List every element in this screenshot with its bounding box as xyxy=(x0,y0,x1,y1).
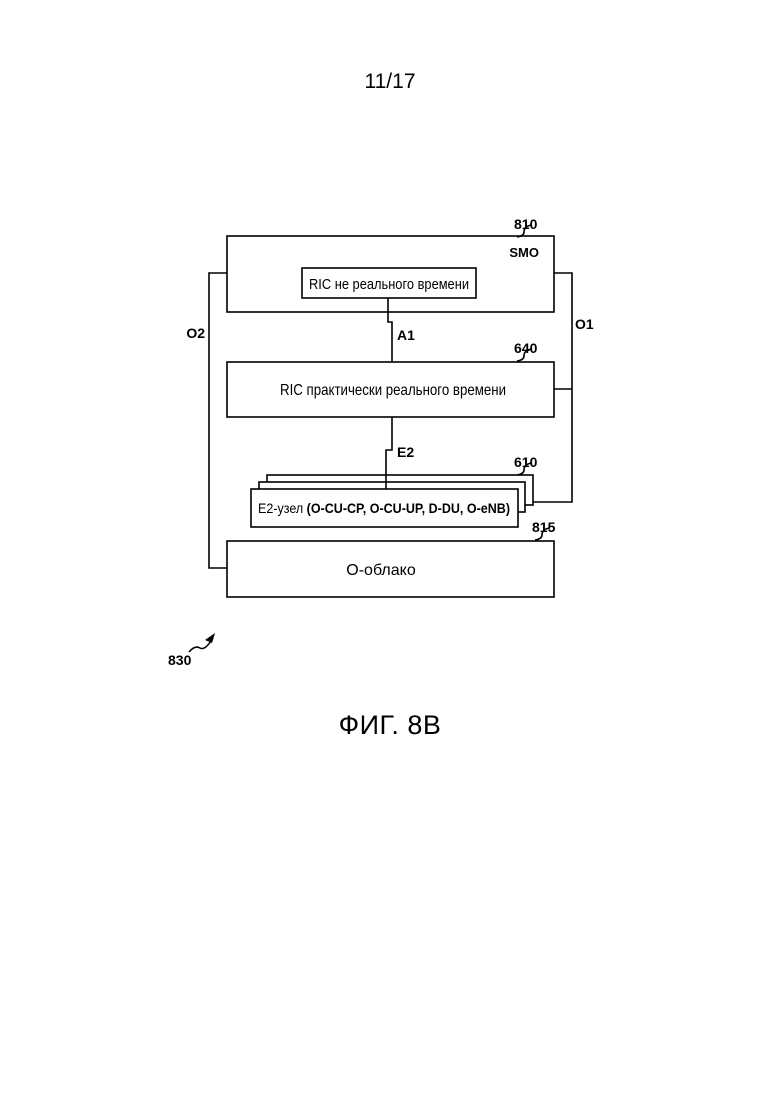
near-rt-ric-ref-label: 640 xyxy=(514,340,538,356)
e2-node-label: E2-узел (O-CU-CP, O-CU-UP, D-DU, O-eNB) xyxy=(258,500,510,516)
o-cloud-ref-label: 815 xyxy=(532,519,556,535)
e2-node-label-detail: (O-CU-CP, O-CU-UP, D-DU, O-eNB) xyxy=(307,500,510,516)
smo-box xyxy=(227,236,554,312)
non-rt-ric-label: RIC не реального времени xyxy=(309,276,469,293)
e2-interface-line xyxy=(386,417,392,489)
a1-label: A1 xyxy=(397,327,415,343)
o-cloud-label: O-облако xyxy=(346,562,416,579)
ref-830-arrowhead xyxy=(205,633,215,643)
o2-label: O2 xyxy=(186,325,205,341)
o1-interface-line xyxy=(533,273,572,502)
e2-node-label-prefix: E2-узел xyxy=(258,500,307,516)
figure-caption: ФИГ. 8B xyxy=(0,710,780,741)
near-rt-ric-label: RIC практически реального времени xyxy=(280,382,506,399)
o1-label: O1 xyxy=(575,316,594,332)
a1-interface-line xyxy=(388,298,392,362)
smo-title: SMO xyxy=(509,245,539,260)
e2-node-ref-label: 610 xyxy=(514,454,538,470)
figure-reference-830: 830 xyxy=(168,652,192,668)
o2-interface-line xyxy=(209,273,227,568)
e2-label: E2 xyxy=(397,444,414,460)
smo-ref-label: 810 xyxy=(514,216,538,232)
